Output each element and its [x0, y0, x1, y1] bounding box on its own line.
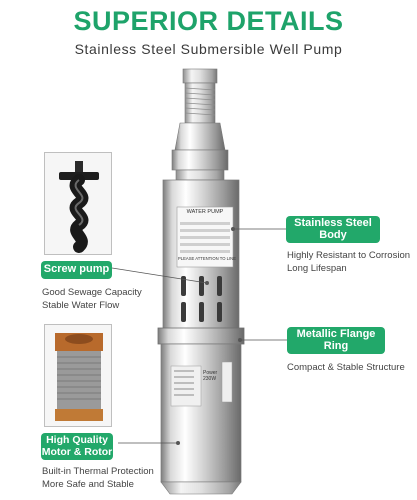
pump-label-title: WATER PUMP	[186, 209, 224, 215]
flange-ring-description: Compact & Stable Structure	[287, 362, 405, 375]
screw-pump-thumbnail	[44, 152, 112, 255]
pump-main-body	[162, 179, 240, 331]
motor-badge-line-2: Motor & Rotor	[41, 445, 113, 458]
flange-ring-badge: Metallic Flange Ring	[287, 327, 385, 354]
connector-dot	[238, 338, 242, 342]
power-label: Power	[203, 370, 218, 376]
stainless-body-desc-line-2: Long Lifespan	[287, 262, 347, 274]
stainless-body-badge-line-1: Stainless Steel	[294, 216, 372, 229]
screw-pump-desc-line-1: Good Sewage Capacity	[42, 287, 142, 298]
connector-dot	[205, 281, 209, 285]
motor-badge: High Quality Motor & Rotor	[41, 433, 113, 460]
pump-motor-housing	[160, 343, 242, 495]
motor-desc-line-2: More Safe and Stable	[42, 478, 134, 490]
screw-rotor-icon	[59, 161, 99, 253]
flange-ring-badge-line-2: Ring	[323, 339, 349, 352]
flange-ring-desc-line-1: Compact & Stable Structure	[287, 362, 405, 373]
stainless-body-desc-line-1: Highly Resistant to Corrosion	[287, 250, 411, 261]
pump-outlet-pipe	[171, 68, 229, 181]
stainless-body-badge: Stainless Steel Body	[286, 216, 380, 243]
page-subtitle: Stainless Steel Submersible Well Pump	[74, 41, 343, 57]
stainless-body-badge-line-2: Body	[319, 228, 347, 241]
page-title: SUPERIOR DETAILS	[73, 6, 344, 36]
connector-dot	[231, 227, 235, 231]
connector-lines	[111, 228, 287, 444]
motor-badge-line-1: High Quality	[46, 434, 108, 447]
motor-stator-icon	[55, 333, 103, 421]
screw-pump-desc-line-2: Stable Water Flow	[42, 299, 120, 311]
power-value: 230W	[203, 376, 217, 382]
screw-pump-description: Good Sewage Capacity Stable Water Flow	[42, 287, 142, 313]
flange-ring	[157, 327, 245, 345]
pump-side-label: Power 230W	[203, 370, 217, 382]
stainless-body-description: Highly Resistant to Corrosion Long Lifes…	[287, 250, 410, 276]
screw-pump-badge: Screw pump	[41, 261, 112, 279]
motor-thumbnail	[44, 324, 112, 427]
connector-dot	[176, 441, 180, 445]
pump-label-attention: PLEASE ATTENTION TO LINE	[178, 256, 236, 261]
motor-description: Built-in Thermal Protection More Safe an…	[42, 466, 154, 492]
motor-desc-line-1: Built-in Thermal Protection	[42, 466, 154, 477]
flange-ring-badge-line-1: Metallic Flange	[296, 327, 376, 340]
